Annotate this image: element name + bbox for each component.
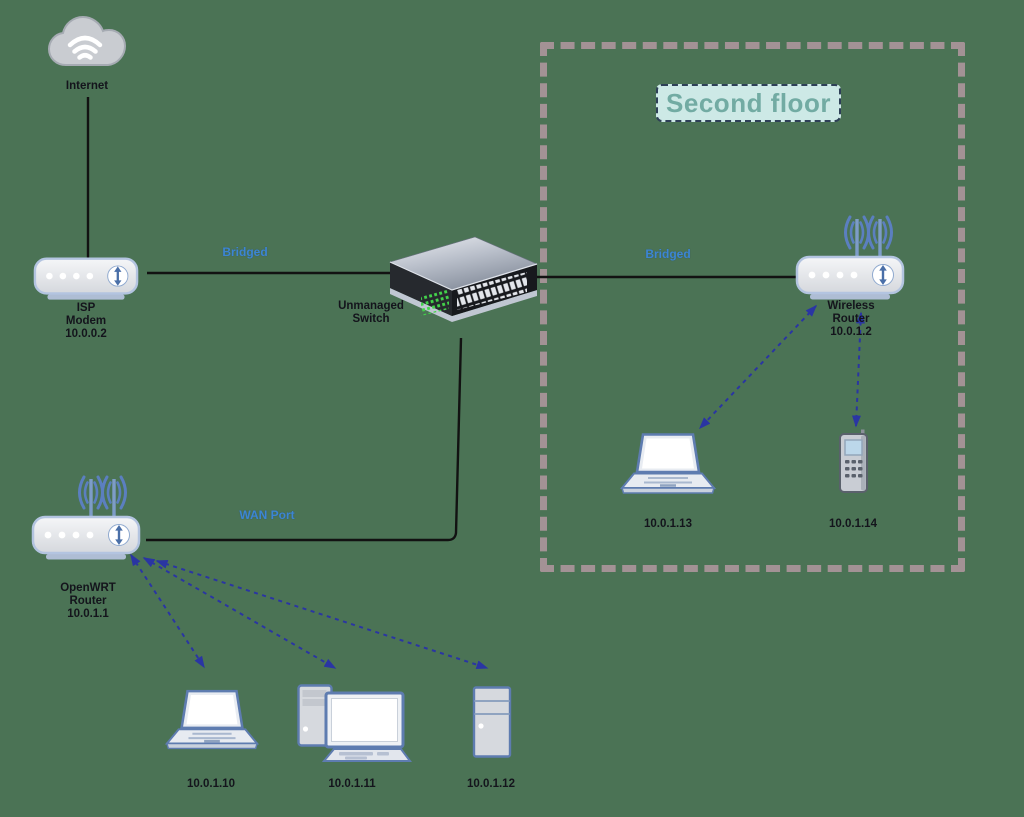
switch-leds xyxy=(421,289,449,316)
laptop2-ip-label: 10.0.1.13 xyxy=(644,518,692,530)
wireless-router-icon xyxy=(795,215,905,300)
openwrt-router-icon xyxy=(31,475,141,560)
wlink-wrouter-phone xyxy=(851,311,866,428)
wireless-router-label: Wireless Router 10.0.1.2 xyxy=(827,300,875,339)
second-floor-zone xyxy=(540,42,965,572)
wlink-wrouter-laptop2 xyxy=(698,304,818,430)
internet-label: Internet xyxy=(65,80,109,92)
server-ip-label: 10.0.1.12 xyxy=(467,778,515,790)
laptop1-ip-label: 10.0.1.10 xyxy=(187,778,235,790)
internet-cloud-icon xyxy=(47,15,127,66)
unmanaged-switch-icon xyxy=(389,236,538,322)
link-switch-openwrt-wan xyxy=(146,337,463,542)
server-tower-icon xyxy=(472,686,512,758)
openwrt-router-label: OpenWRT Router 10.0.1.1 xyxy=(60,582,116,621)
phone-ip-label: 10.0.1.14 xyxy=(829,518,877,530)
wan-port-label: WAN Port xyxy=(239,508,295,522)
switch-ports xyxy=(457,272,527,310)
laptop2-icon xyxy=(620,433,716,495)
desktop-icon xyxy=(297,684,412,762)
wlink-openwrt-desktop xyxy=(142,557,337,669)
phone-icon xyxy=(839,429,868,493)
switch-label: Unmanaged Switch xyxy=(338,300,404,326)
wifi-waves-icon xyxy=(67,35,103,60)
isp-modem-label: ISP Modem 10.0.0.2 xyxy=(65,302,107,341)
wireless-links xyxy=(130,304,866,670)
laptop1-icon xyxy=(165,689,259,750)
bridged-right-label: Bridged xyxy=(645,247,691,261)
phone-keypad xyxy=(845,460,863,478)
isp-modem-icon xyxy=(33,257,139,301)
bridged-left-label: Bridged xyxy=(222,245,268,259)
second-floor-title: Second floor xyxy=(656,84,841,122)
desktop-ip-label: 10.0.1.11 xyxy=(328,778,376,790)
wlink-openwrt-server xyxy=(155,559,489,670)
